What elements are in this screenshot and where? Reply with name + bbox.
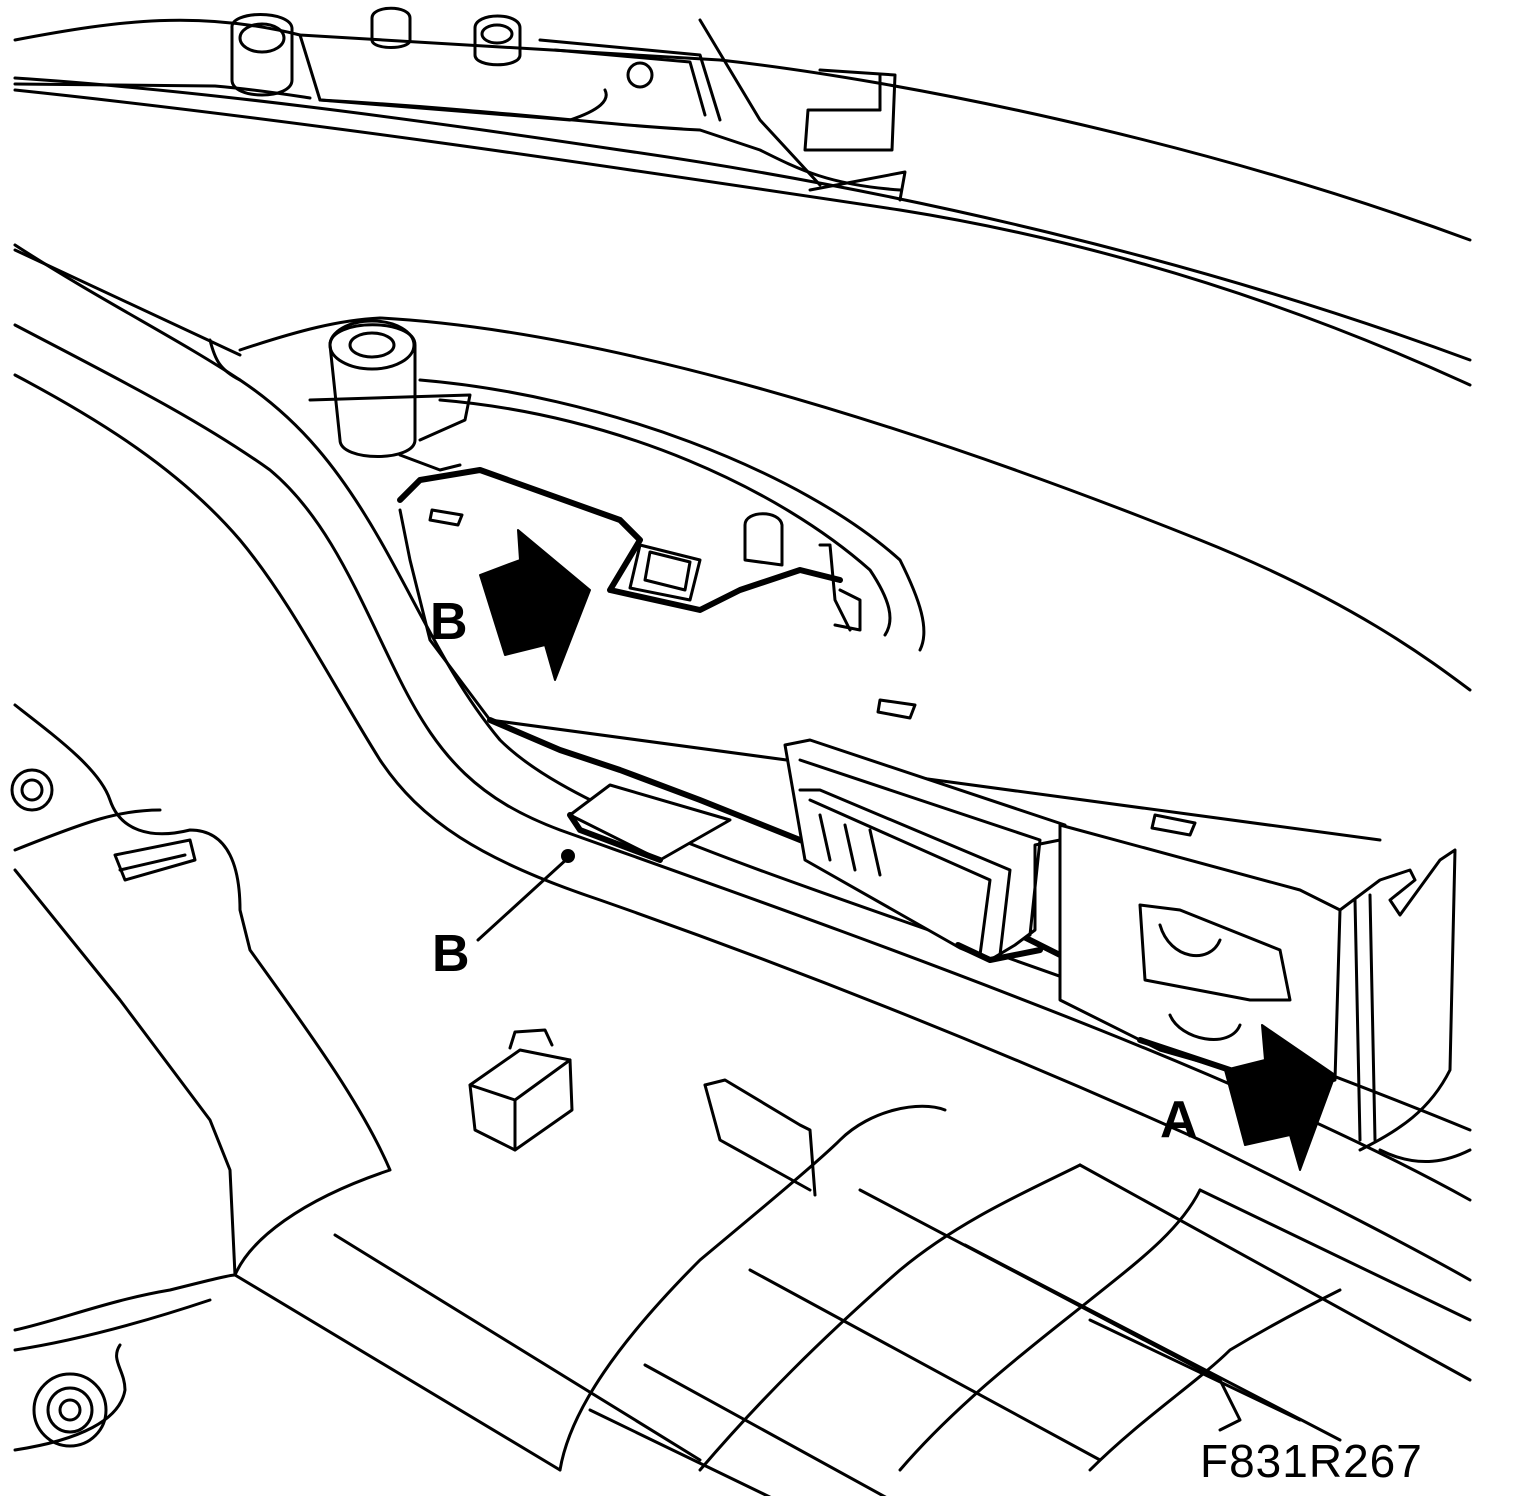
callout-a: A — [1160, 1091, 1198, 1149]
arrow-a — [1224, 1024, 1336, 1171]
floor-tab — [703, 1078, 817, 1197]
figure-id: F831R267 — [1200, 1435, 1423, 1487]
mounting-stud-left — [328, 323, 417, 458]
loose-clip — [468, 1028, 574, 1152]
floor-panels — [233, 1104, 1472, 1496]
callout-b-lower: B — [432, 925, 470, 983]
leader-line-b — [476, 849, 575, 942]
callout-b-upper: B — [430, 593, 468, 651]
arrow-a-icon — [1224, 1024, 1336, 1171]
upper-trim-panel — [13, 6, 1472, 387]
arrow-b-upper — [479, 529, 591, 681]
release-tab — [567, 783, 732, 863]
lower-left-panel — [10, 703, 392, 1452]
arrow-b-icon — [479, 529, 591, 681]
module-housing — [308, 319, 1457, 1152]
